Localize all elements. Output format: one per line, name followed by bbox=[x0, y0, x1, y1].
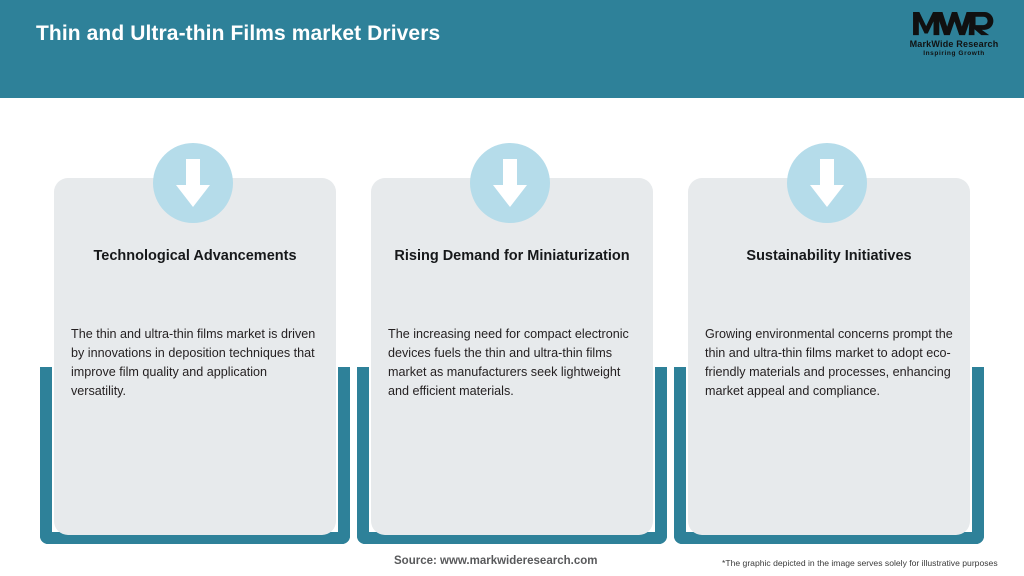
driver-card-title: Sustainability Initiatives bbox=[746, 248, 912, 264]
down-arrow-icon bbox=[493, 159, 527, 207]
card-bracket bbox=[40, 367, 350, 544]
disclaimer-label: *The graphic depicted in the image serve… bbox=[722, 558, 998, 568]
header-band bbox=[0, 0, 1024, 98]
source-label: Source: www.markwideresearch.com bbox=[394, 555, 598, 567]
down-arrow-badge bbox=[153, 143, 233, 223]
driver-card: Sustainability Initiatives Growing envir… bbox=[688, 178, 970, 535]
driver-card-title: Technological Advancements bbox=[93, 248, 297, 264]
page-title: Thin and Ultra-thin Films market Drivers bbox=[36, 22, 441, 45]
card-bracket bbox=[674, 367, 984, 544]
driver-card-title: Rising Demand for Miniaturization bbox=[394, 248, 630, 264]
brand-name: MarkWide Research bbox=[909, 39, 999, 49]
down-arrow-badge bbox=[470, 143, 550, 223]
down-arrow-icon bbox=[176, 159, 210, 207]
mwr-logo-icon bbox=[913, 11, 994, 36]
card-bracket bbox=[357, 367, 667, 544]
driver-card-body: The increasing need for compact electron… bbox=[388, 327, 629, 399]
driver-card: Technological Advancements The thin and … bbox=[54, 178, 336, 535]
brand-tagline: Inspiring Growth bbox=[923, 50, 985, 57]
down-arrow-badge bbox=[787, 143, 867, 223]
driver-card-body: The thin and ultra-thin films market is … bbox=[71, 327, 316, 399]
driver-card: Rising Demand for Miniaturization The in… bbox=[371, 178, 653, 535]
brand-logo: MarkWide Research Inspiring Growth bbox=[902, 8, 1006, 64]
down-arrow-icon bbox=[810, 159, 844, 207]
driver-card-body: Growing environmental concerns prompt th… bbox=[705, 327, 953, 399]
